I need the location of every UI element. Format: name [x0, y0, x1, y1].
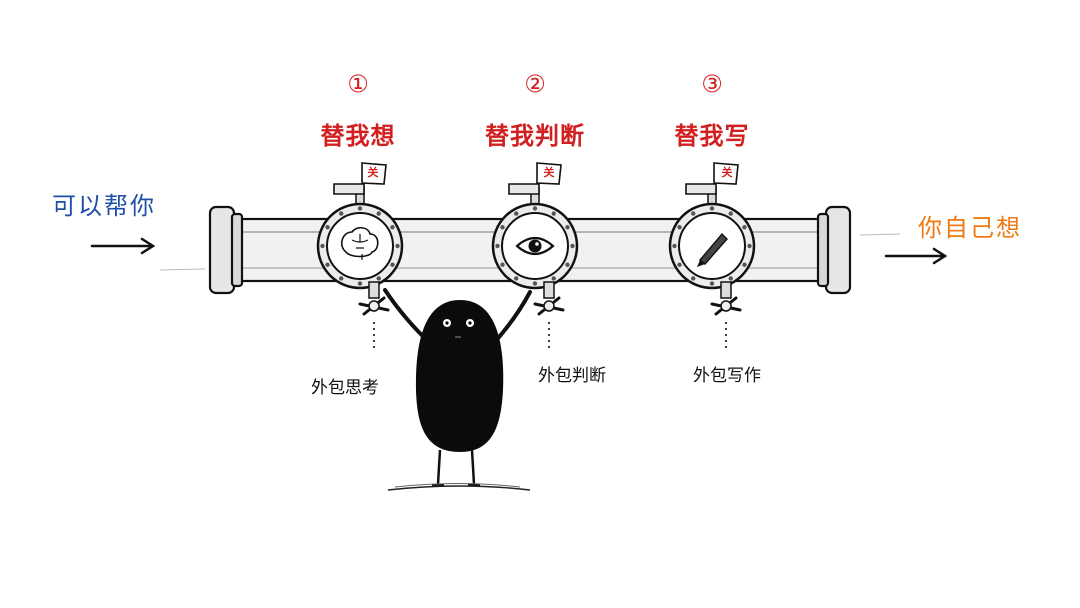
- valve-1[interactable]: [316, 162, 404, 352]
- output-arrow: [884, 247, 948, 265]
- valve-3-note: 外包写作: [693, 366, 761, 386]
- valve-2-tag: 关: [543, 166, 555, 179]
- valve-3-number: ③: [701, 70, 723, 98]
- input-label: 可以帮你: [52, 192, 156, 220]
- valve-2-number: ②: [524, 70, 546, 98]
- pencil-icon: [697, 232, 728, 267]
- output-label: 你自己想: [918, 214, 1022, 242]
- brain-icon: [340, 226, 379, 260]
- valve-3-title: 替我写: [674, 122, 750, 150]
- input-arrow: [90, 237, 156, 255]
- eye-icon: [515, 236, 555, 256]
- valve-2-title: 替我判断: [485, 122, 585, 150]
- valve-3[interactable]: [668, 162, 756, 352]
- valve-1-title: 替我想: [320, 122, 396, 150]
- valve-1-number: ①: [347, 70, 369, 98]
- valve-2[interactable]: [491, 162, 579, 352]
- valve-3-tag: 关: [721, 166, 733, 179]
- valve-1-note: 外包思考: [311, 378, 379, 398]
- valve-2-note: 外包判断: [538, 366, 606, 386]
- black-blob-character: [383, 288, 532, 491]
- valve-1-tag: 关: [367, 166, 379, 179]
